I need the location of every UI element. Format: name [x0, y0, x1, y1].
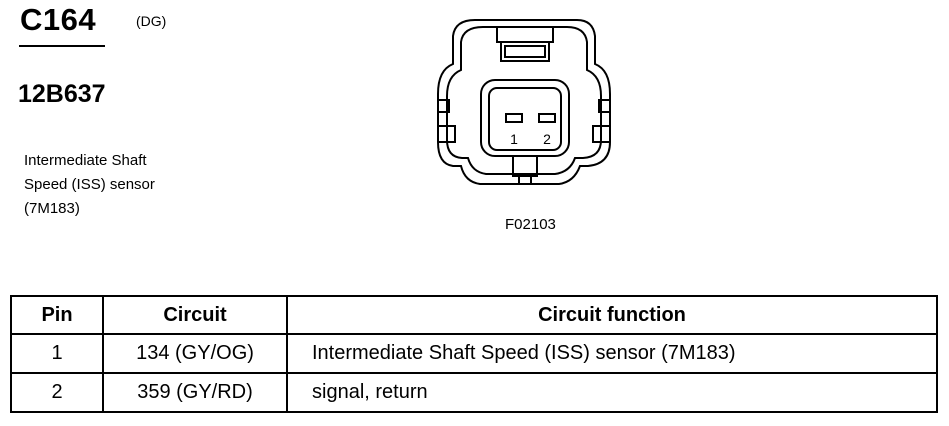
connector-color-code: (DG) — [136, 13, 167, 29]
header-circuit-function: Circuit function — [286, 295, 938, 335]
cell-circuit-function: Intermediate Shaft Speed (ISS) sensor (7… — [286, 333, 938, 374]
cell-circuit: 359 (GY/RD) — [102, 372, 288, 413]
pin-1-label: 1 — [510, 131, 518, 147]
header-pin: Pin — [10, 295, 104, 335]
description-line-2: Speed (ISS) sensor — [24, 176, 155, 193]
side-key-right — [598, 99, 610, 113]
cell-circuit-function: signal, return — [286, 372, 938, 413]
side-key-left — [438, 99, 450, 113]
cell-pin: 1 — [10, 333, 104, 374]
description-line-1: Intermediate Shaft — [24, 152, 147, 169]
component-description: Intermediate Shaft Speed (ISS) sensor (7… — [24, 149, 155, 221]
pinout-table: Pin Circuit Circuit function 1 134 (GY/O… — [10, 295, 938, 413]
connector-face-drawing: 1 2 — [437, 19, 611, 185]
cell-circuit: 134 (GY/OG) — [102, 333, 288, 374]
header-circuit: Circuit — [102, 295, 288, 335]
figure-id: F02103 — [505, 216, 556, 233]
part-number: 12B637 — [18, 80, 106, 108]
table-header-row: Pin Circuit Circuit function — [10, 295, 938, 335]
pin-1-terminal — [505, 113, 523, 123]
cell-pin: 2 — [10, 372, 104, 413]
pin-2-label: 2 — [543, 131, 551, 147]
bottom-key — [512, 156, 538, 177]
pin-cavity-block — [480, 79, 570, 157]
connector-id-underline — [19, 45, 105, 47]
connector-id: C164 — [20, 2, 97, 37]
table-row: 2 359 (GY/RD) signal, return — [10, 372, 938, 413]
housing-inner-outline — [446, 26, 602, 175]
housing-outline — [437, 19, 611, 185]
table-row: 1 134 (GY/OG) Intermediate Shaft Speed (… — [10, 333, 938, 374]
locking-tab — [496, 27, 554, 43]
pin-2-terminal — [538, 113, 556, 123]
description-line-3: (7M183) — [24, 200, 80, 217]
